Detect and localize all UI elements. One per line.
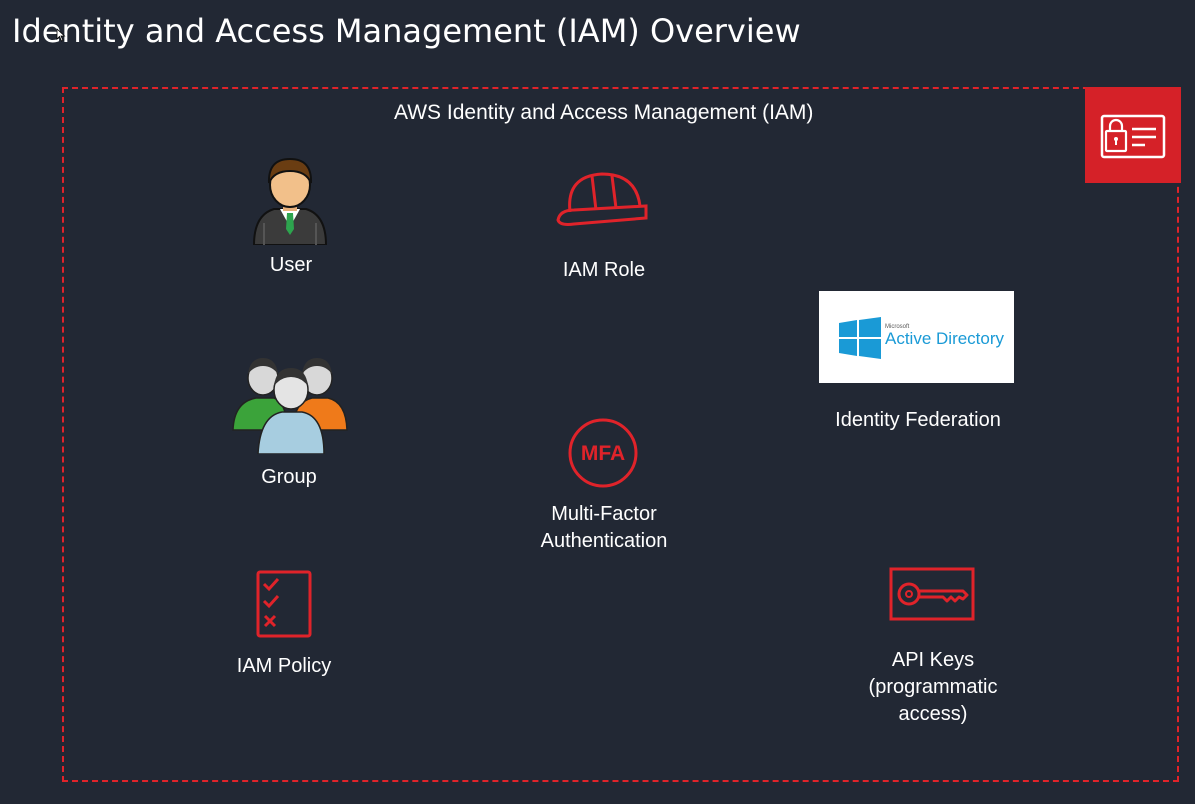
mfa-label-line2: Authentication xyxy=(540,530,668,552)
hard-hat-icon xyxy=(554,170,650,235)
keys-label-line2: (programmatic xyxy=(868,676,998,698)
frame-title: AWS Identity and Access Management (IAM) xyxy=(394,101,814,124)
keys-label: API Keys (programmatic access) xyxy=(848,647,1018,728)
mfa-badge-text: MFA xyxy=(581,442,625,465)
checklist-icon xyxy=(256,570,314,645)
windows-logo-icon xyxy=(839,317,881,359)
mouse-cursor-icon xyxy=(56,28,66,47)
federation-label: Identity Federation xyxy=(835,409,1001,431)
key-icon xyxy=(889,567,977,628)
policy-label: IAM Policy xyxy=(236,655,332,677)
iam-boundary-frame xyxy=(62,87,1179,782)
keys-label-line1: API Keys xyxy=(891,649,975,671)
group-label: Group xyxy=(261,466,317,488)
iam-service-icon xyxy=(1100,114,1166,159)
group-avatar-icon xyxy=(232,352,348,459)
active-directory-logo: Microsoft Active Directory xyxy=(819,291,1014,383)
user-avatar-icon xyxy=(250,153,330,250)
user-label: User xyxy=(269,254,313,276)
mfa-label: Multi-Factor Authentication xyxy=(520,501,688,555)
ad-brand-text: Active Directory xyxy=(885,329,1005,348)
keys-label-line3: access) xyxy=(898,703,968,725)
slide-title: Identity and Access Management (IAM) Ove… xyxy=(12,12,801,50)
ad-brand-small: Microsoft xyxy=(885,324,910,330)
mfa-label-line1: Multi-Factor xyxy=(551,503,657,525)
iam-service-badge xyxy=(1085,87,1181,183)
role-label: IAM Role xyxy=(562,259,646,281)
mfa-icon: MFA xyxy=(567,417,639,494)
